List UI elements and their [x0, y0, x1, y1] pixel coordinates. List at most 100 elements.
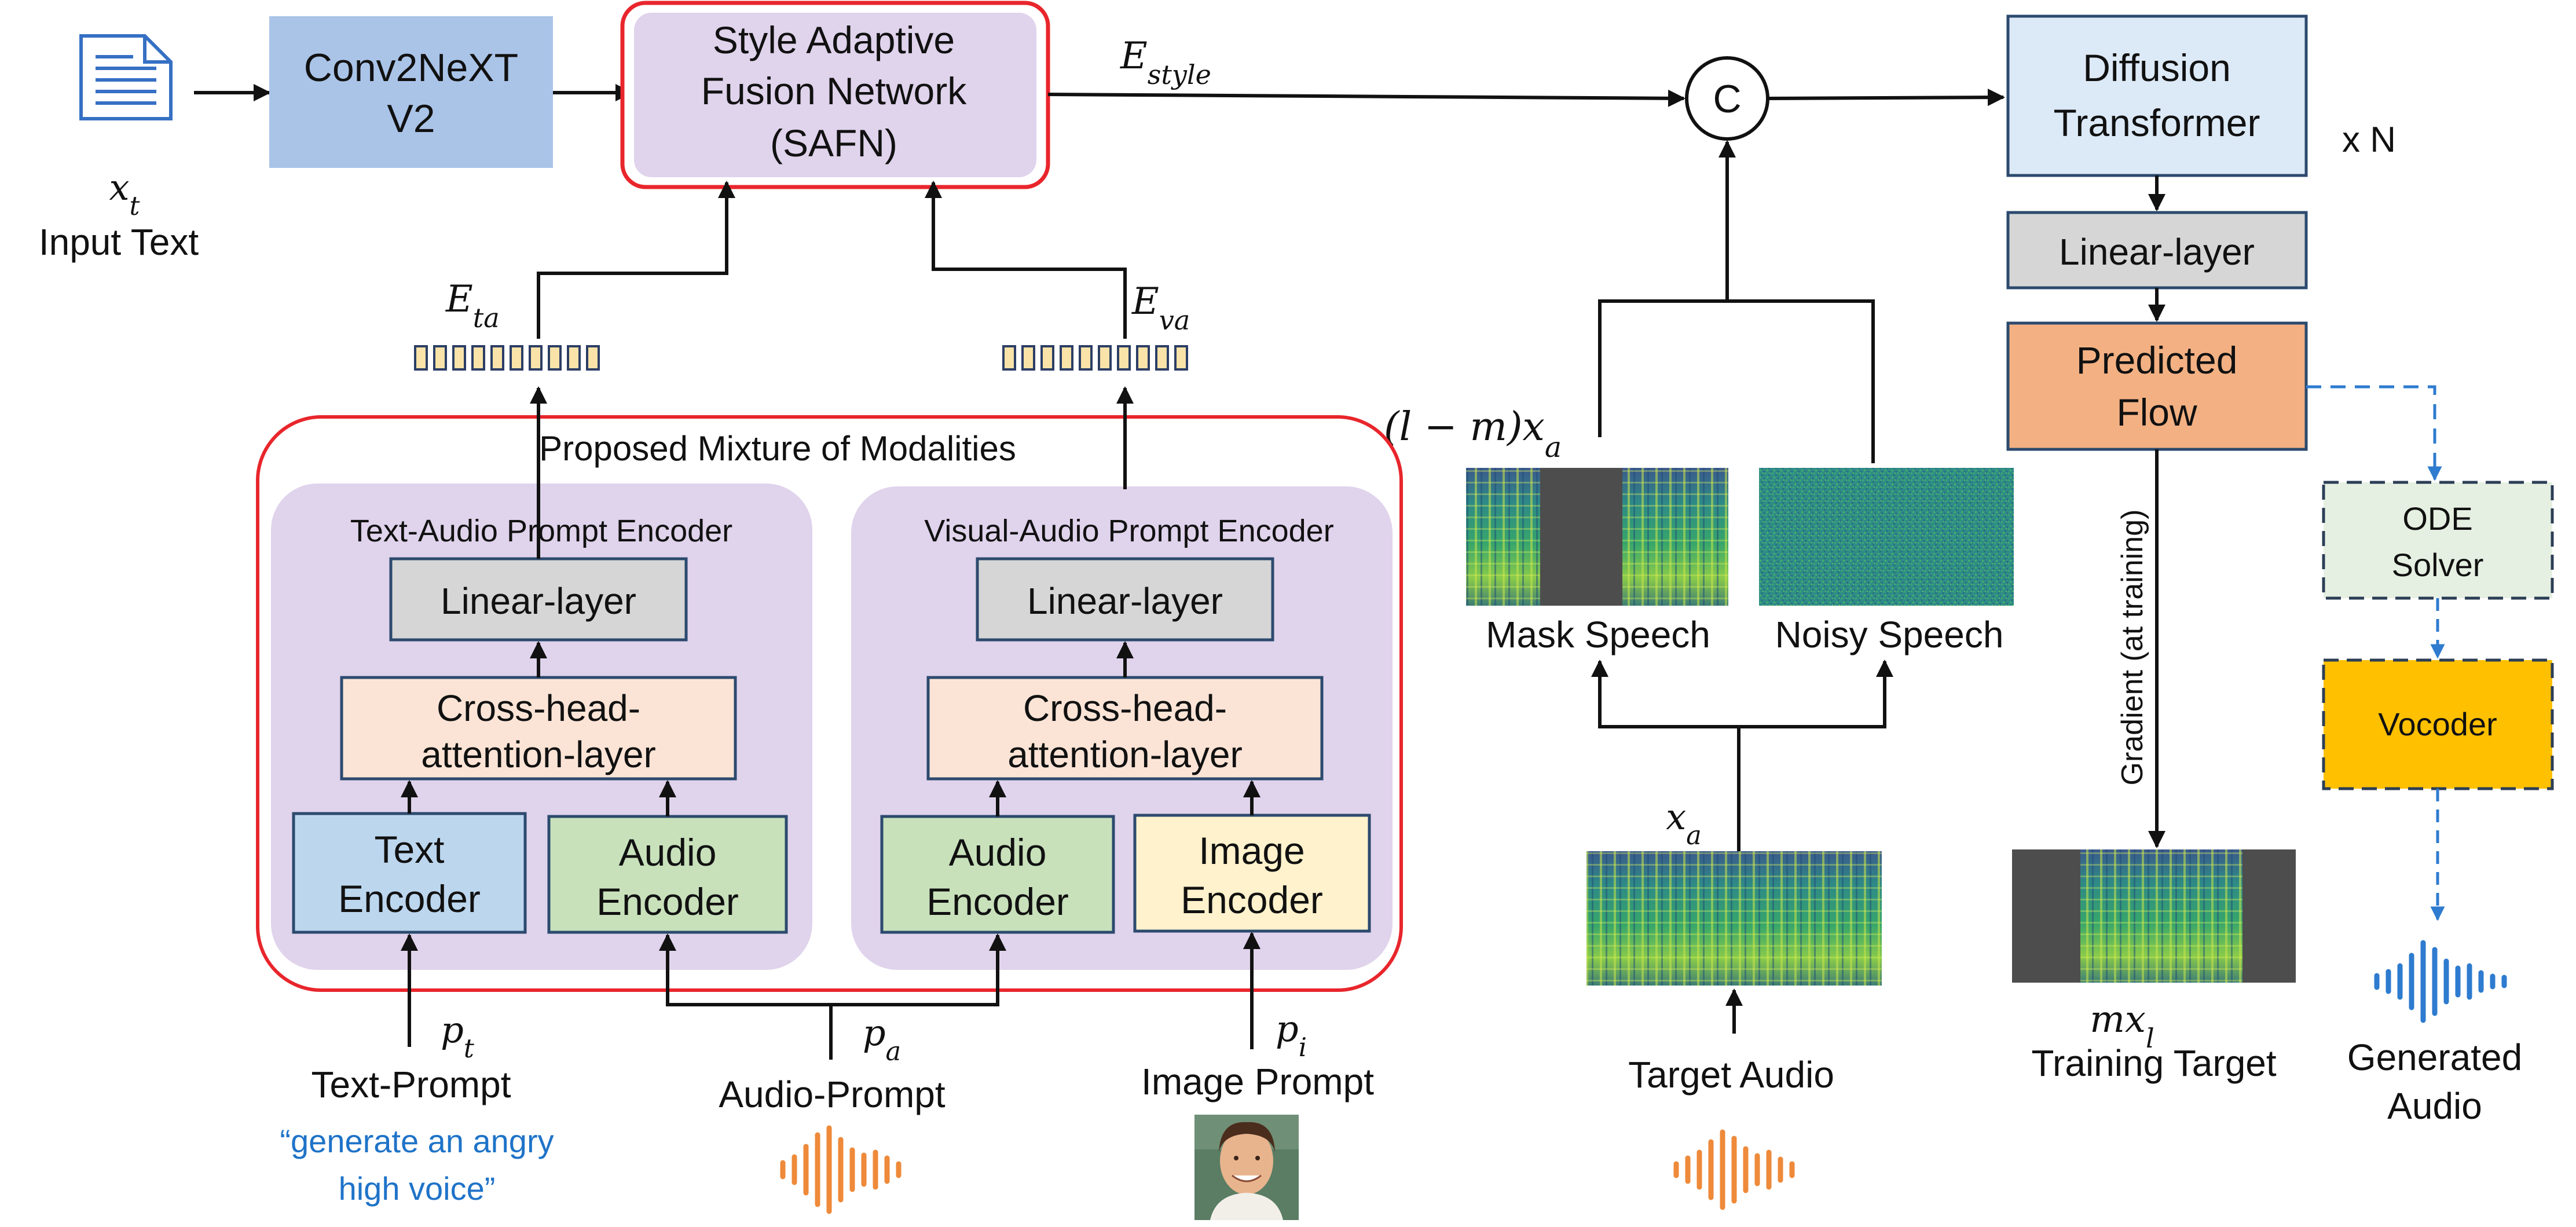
audio-prompt-waveform-icon: [780, 1125, 902, 1214]
embedding-token: [1002, 345, 1016, 371]
document-icon: [79, 34, 173, 120]
ta-token-row: [414, 345, 600, 371]
embedding-token: [490, 345, 504, 371]
ta-audio-encoder-label-2: Encoder: [596, 880, 739, 923]
embedding-token: [1021, 345, 1035, 371]
vocoder-box: [2322, 658, 2554, 790]
embedding-token: [1174, 345, 1188, 371]
va-token-row: [1002, 345, 1188, 371]
embedding-token: [452, 345, 466, 371]
embedding-token: [1098, 345, 1112, 371]
input-text-label: Input Text: [39, 221, 199, 263]
linear-layer-right-box: [2006, 211, 2308, 290]
diffusion-label-1: Diffusion: [2083, 46, 2231, 89]
embedding-token: [414, 345, 428, 371]
va-linear-layer-box: [976, 557, 1274, 642]
lm-xa-symbol: (l − m)xa: [1384, 404, 1562, 464]
gradient-label: Gradient (at training): [2116, 510, 2149, 786]
target-audio-waveform-icon: [1673, 1129, 1795, 1210]
target-audio-spectrogram: [1586, 851, 1882, 986]
text-prompt-example-1: “generate an angry: [280, 1123, 554, 1159]
e-va-symbol: Eva: [1131, 280, 1190, 336]
pi-symbol: pi: [1276, 1008, 1307, 1063]
ta-linear-layer-label: Linear-layer: [441, 580, 636, 622]
image-encoder-label-1: Image: [1199, 829, 1305, 872]
ode-solver-box: [2322, 481, 2554, 600]
ta-audio-encoder-box: [547, 815, 788, 934]
conv2next-label-2: V2: [387, 97, 435, 141]
ta-cross-attention-label-2: attention-layer: [421, 734, 656, 775]
predicted-flow-label-1: Predicted: [2076, 339, 2238, 382]
embedding-token: [433, 345, 447, 371]
va-cross-attention-box: [926, 676, 1324, 781]
embedding-token: [529, 345, 543, 371]
va-audio-encoder-label-2: Encoder: [926, 880, 1069, 923]
ode-solver-label-2: Solver: [2392, 547, 2484, 583]
vocoder-label: Vocoder: [2378, 706, 2497, 742]
image-prompt-label: Image Prompt: [1141, 1061, 1374, 1103]
va-cross-attention-label-1: Cross-head-: [1023, 687, 1227, 729]
generated-audio-label-1: Generated: [2347, 1036, 2522, 1078]
input-symbol: xt: [109, 166, 140, 221]
mx-l-symbol: mxl: [2090, 998, 2154, 1054]
safn-label-2: Fusion Network: [701, 69, 967, 112]
embedding-token: [586, 345, 600, 371]
xa-symbol: xa: [1666, 796, 1702, 851]
pt-symbol: pt: [441, 1009, 474, 1064]
conv2next-box: [269, 16, 553, 168]
embedding-token: [471, 345, 485, 371]
conv2next-label: Conv2NeXT: [304, 46, 518, 90]
noisy-speech-label: Noisy Speech: [1775, 614, 2004, 655]
text-prompt-example-2: high voice”: [339, 1170, 496, 1207]
ta-linear-layer-box: [389, 557, 688, 642]
ta-cross-attention-label-1: Cross-head-: [437, 687, 640, 729]
embedding-token: [1117, 345, 1131, 371]
safn-label-3: (SAFN): [770, 122, 897, 164]
va-audio-encoder-label-1: Audio: [949, 831, 1047, 874]
text-encoder-box: [292, 812, 527, 934]
e-ta-symbol: Eta: [445, 278, 500, 334]
training-target-spectrogram: [2012, 849, 2296, 983]
ta-cross-attention-box: [340, 676, 737, 781]
va-audio-encoder-box: [880, 815, 1115, 934]
image-encoder-box: [1133, 814, 1371, 933]
embedding-token: [510, 345, 523, 371]
image-prompt-portrait: [1194, 1115, 1299, 1220]
target-audio-label: Target Audio: [1628, 1054, 1834, 1096]
training-target-label: Training Target: [2031, 1042, 2277, 1084]
generated-audio-waveform-icon: [2374, 940, 2507, 1023]
mask-speech-spectrogram: [1466, 468, 1728, 606]
embedding-token: [548, 345, 562, 371]
concat-node: [1685, 56, 1769, 141]
ta-audio-encoder-label-1: Audio: [619, 831, 717, 874]
e-style-symbol: Estyle: [1120, 35, 1211, 90]
concat-label: C: [1713, 77, 1741, 121]
text-encoder-label-1: Text: [374, 828, 444, 871]
mask-speech-label: Mask Speech: [1486, 614, 1710, 655]
ode-solver-label-1: ODE: [2402, 500, 2472, 537]
text-encoder-label-2: Encoder: [338, 877, 481, 920]
embedding-token: [1060, 345, 1073, 371]
text-audio-encoder-title: Text-Audio Prompt Encoder: [350, 514, 732, 548]
predicted-flow-label-2: Flow: [2116, 391, 2197, 434]
linear-layer-right-label: Linear-layer: [2059, 231, 2255, 273]
audio-prompt-label: Audio-Prompt: [719, 1074, 946, 1115]
embedding-token: [1079, 345, 1093, 371]
image-encoder-label-2: Encoder: [1181, 878, 1323, 921]
va-linear-layer-label: Linear-layer: [1027, 580, 1223, 622]
noisy-speech-spectrogram: [1759, 468, 2014, 606]
generated-audio-label-2: Audio: [2387, 1085, 2482, 1127]
safn-label-1: Style Adaptive: [713, 19, 955, 61]
visual-audio-encoder-title: Visual-Audio Prompt Encoder: [924, 514, 1333, 548]
embedding-token: [1155, 345, 1169, 371]
repeat-n-label: x N: [2342, 120, 2396, 160]
diffusion-transformer-box: [2006, 14, 2308, 177]
embedding-token: [1040, 345, 1054, 371]
embedding-token: [567, 345, 581, 371]
va-cross-attention-label-2: attention-layer: [1007, 734, 1243, 775]
diffusion-label-2: Transformer: [2054, 101, 2260, 144]
embedding-token: [1136, 345, 1150, 371]
pa-symbol: pa: [863, 1012, 901, 1067]
safn-box: [634, 13, 1036, 177]
